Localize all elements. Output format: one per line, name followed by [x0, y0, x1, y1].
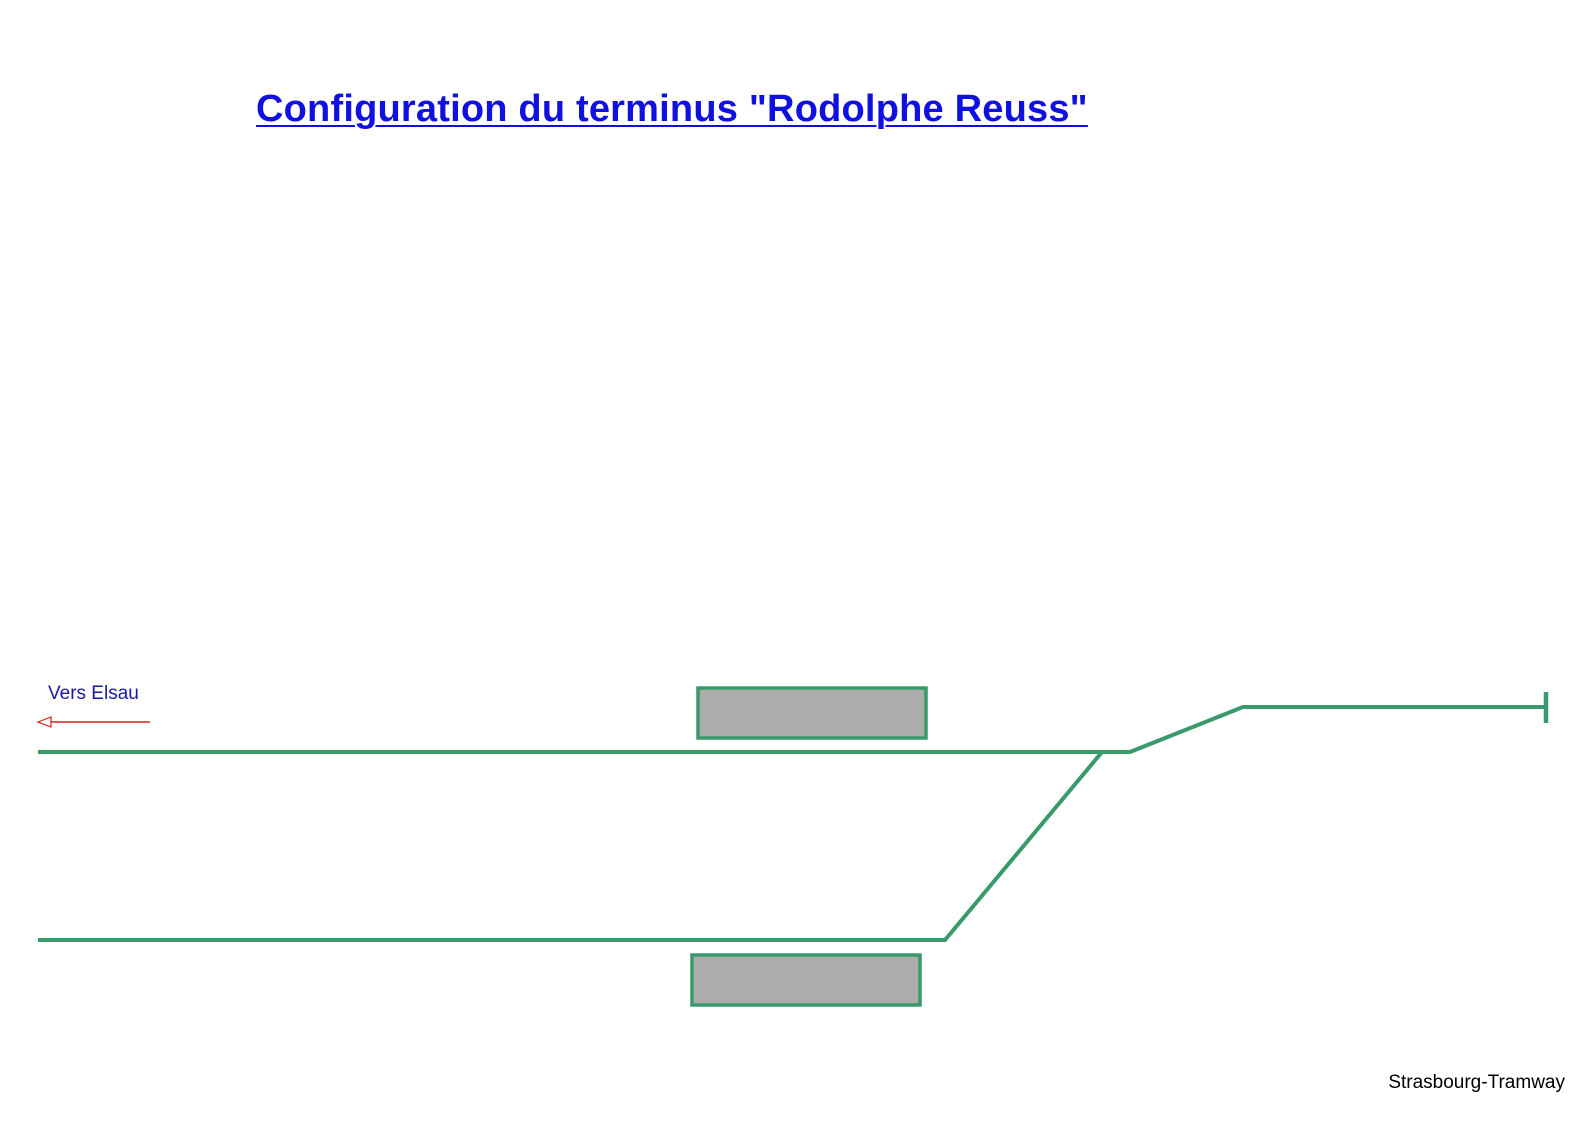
footer-credit: Strasbourg-Tramway [1388, 1072, 1565, 1093]
track-lower-main [38, 750, 1104, 942]
track-upper-main [38, 705, 1546, 754]
direction-label-vers-elsau: Vers Elsau [48, 683, 139, 704]
platform-upper [696, 686, 928, 740]
diagram-title: Configuration du terminus "Rodolphe Reus… [256, 88, 1088, 130]
direction-arrow-head [36, 716, 52, 728]
platform-lower [690, 953, 922, 1007]
